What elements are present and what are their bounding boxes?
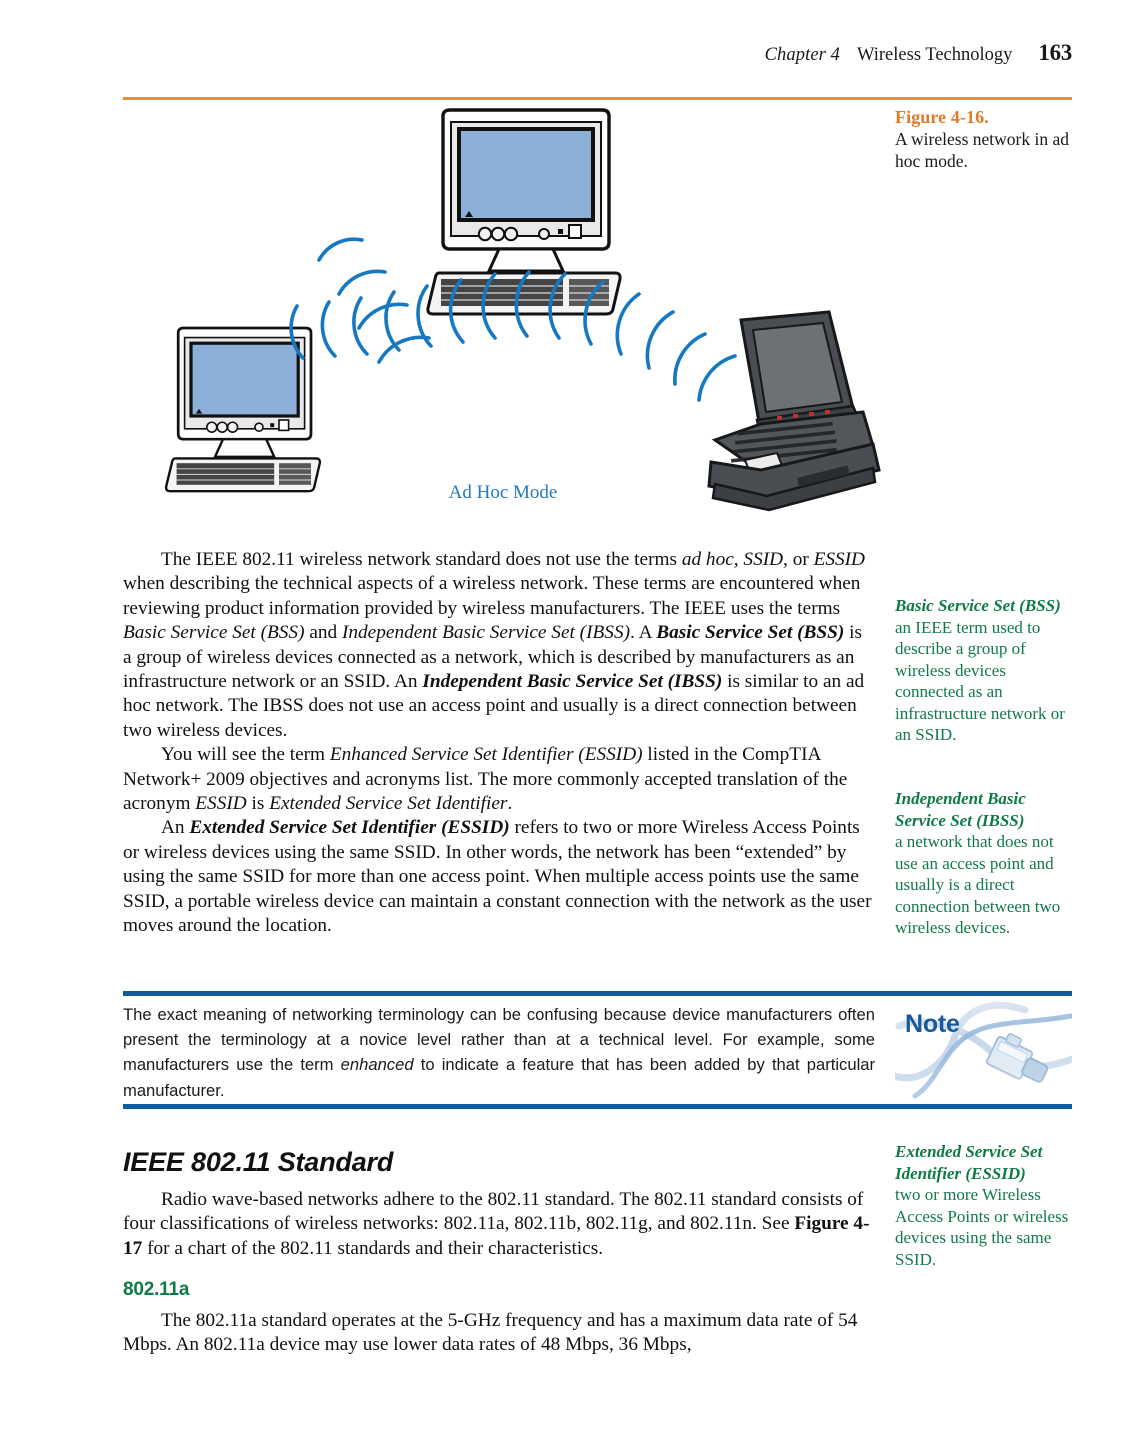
glossary-definition: a network that does not use an access po… [895,832,1061,938]
page-number: 163 [1038,40,1072,65]
note-emphasis: enhanced [340,1055,414,1075]
paragraph-3: An Extended Service Set Identifier (ESSI… [123,817,872,937]
note-label: Note [905,1010,960,1038]
figure-caption: Figure 4-16. A wireless network in ad ho… [895,106,1075,173]
figure-description: A wireless network in ad hoc mode. [895,129,1069,171]
glossary-term: Independent Basic Service Set (IBSS) [895,789,1026,830]
header-divider-rule [123,97,1072,100]
glossary-term: Extended Service Set Identifier (ESSID) [895,1142,1043,1183]
section-paragraph: Radio wave-based networks adhere to the … [123,1189,870,1259]
section-heading: IEEE 802.11 Standard [123,1147,394,1177]
body-text-column: The IEEE 802.11 wireless network standar… [123,548,875,939]
glossary-definition: an IEEE term used to describe a group of… [895,617,1065,745]
header-chapter: Chapter 4 [764,45,841,65]
page-header: Chapter 4 Wireless Technology 163 [123,40,1073,66]
laptop-computer-right [707,310,881,512]
paragraph-1: The IEEE 802.11 wireless network standar… [123,549,865,741]
glossary-entry-ibss: Independent Basic Service Set (IBSS) a n… [895,788,1077,939]
subsection-paragraph: The 802.11a standard operates at the 5-G… [123,1310,858,1356]
figure-reference: Figure 4-17 [123,1213,870,1259]
figure-diagram-label: Ad Hoc Mode [448,482,558,503]
figure-illustration [123,100,883,520]
header-chapter-title: Wireless Technology [857,45,1013,65]
glossary-term: Basic Service Set (BSS) [895,596,1061,615]
subsection-heading-802-11a: 802.11a [123,1279,190,1300]
note-body-text: The exact meaning of networking terminol… [123,1005,876,1100]
glossary-definition: two or more Wireless Access Points or wi… [895,1185,1069,1269]
note-badge: Note [895,996,1072,1104]
glossary-entry-bss: Basic Service Set (BSS) an IEEE term use… [895,595,1077,746]
ethernet-cable-icon [895,996,1072,1104]
ad-hoc-network-diagram [164,108,881,512]
glossary-entry-essid: Extended Service Set Identifier (ESSID) … [895,1141,1077,1270]
note-top-rule [123,991,1072,996]
figure-number: Figure 4-16. [895,107,989,127]
paragraph-2: You will see the term Enhanced Service S… [123,744,848,815]
wireless-signal-arcs [289,237,737,402]
note-bottom-rule [123,1104,1072,1109]
